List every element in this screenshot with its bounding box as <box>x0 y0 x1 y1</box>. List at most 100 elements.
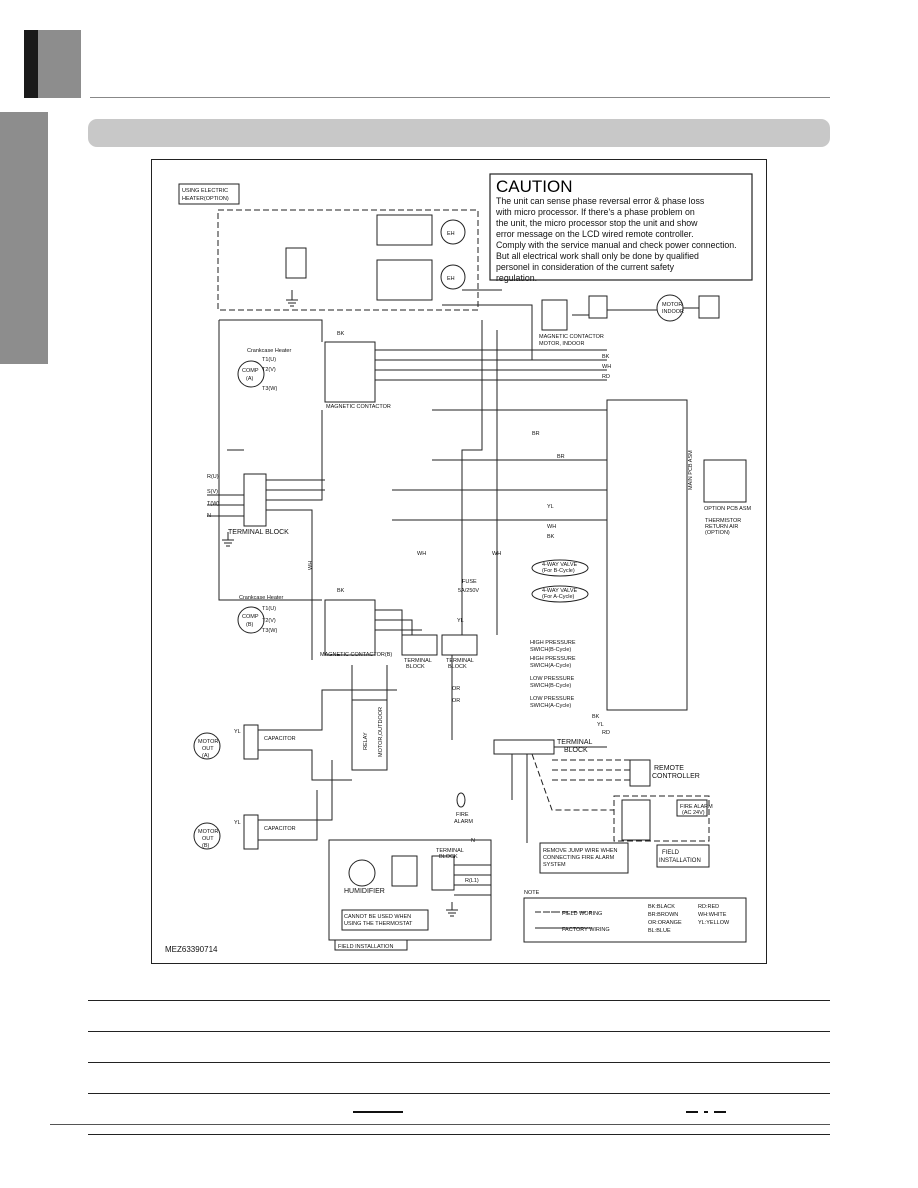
table-row <box>88 1031 830 1063</box>
wire-label: YL <box>457 618 464 624</box>
caution-line: But all electrical work shall only be do… <box>496 251 699 261</box>
wire-label: OR <box>452 686 460 692</box>
wire-label: BR <box>532 431 540 437</box>
motor-out-label: MOTOR <box>198 829 218 835</box>
wire-label: YL <box>234 820 241 826</box>
wire-label: YL <box>234 729 241 735</box>
humidifier-label: HUMIDIFIER <box>344 888 385 895</box>
contactor-label: MAGNETIC CONTACTOR(B) <box>320 652 392 658</box>
ground-icon <box>222 290 458 917</box>
thermistor-label: (OPTION) <box>705 530 730 536</box>
heater-label: HEATER(OPTION) <box>182 196 229 202</box>
wire-label: T2(V) <box>262 367 276 373</box>
comp-a-label: (A) <box>246 376 254 382</box>
thermistor-label: THERMISTOR <box>705 518 741 524</box>
dash-dot-line-icon <box>686 1110 726 1113</box>
wire-label: T(W) <box>207 501 219 507</box>
wire-label: WH <box>492 551 501 557</box>
relay-motor-label: MOTOR,OUTDOOR <box>378 707 384 757</box>
chapter-tab-dark <box>24 30 38 98</box>
wire-label: RD <box>602 374 610 380</box>
fuse-label: FUSE <box>462 579 477 585</box>
wire-label: BK <box>592 714 600 720</box>
terminal-block-label: BLOCK <box>406 664 425 670</box>
switch-label: LOW PRESSURE <box>530 696 575 702</box>
wire-label: WH <box>417 551 426 557</box>
valve-label: 4-WAY VALVE <box>542 562 577 568</box>
wire-label: YL <box>597 722 604 728</box>
field-installation-label: INSTALLATION <box>659 858 701 864</box>
switch-label: LOW PRESSURE <box>530 676 575 682</box>
side-tab <box>0 112 48 364</box>
motor-out-label: OUT <box>202 836 214 842</box>
caution-line: The unit can sense phase reversal error … <box>496 196 705 206</box>
contactor-label: MAGNETIC CONTACTOR <box>326 404 391 410</box>
wire-label: WH <box>602 364 611 370</box>
option-pcb-label: OPTION PCB ASM <box>704 506 751 512</box>
section-title-bar <box>88 119 830 147</box>
caution-box <box>489 173 753 281</box>
caution-line: Comply with the service manual and check… <box>496 240 737 250</box>
chapter-tab <box>38 30 81 98</box>
wire-label: BK <box>337 588 345 594</box>
comp-b-label: COMP <box>242 614 259 620</box>
note-factory-wiring: FACTORY WIRING <box>562 927 610 933</box>
remove-jump-label: CONNECTING FIRE ALARM <box>543 855 615 861</box>
footer-rule <box>50 1124 830 1125</box>
relay-motor-label: RELAY <box>363 732 369 750</box>
wire-label: N <box>471 838 475 844</box>
remote-label: CONTROLLER <box>652 773 700 780</box>
caution-line: regulation. <box>496 273 537 283</box>
wire-label: T3(W) <box>262 628 277 634</box>
wire-label: BR <box>557 454 565 460</box>
eh-label: EH <box>447 231 455 237</box>
switch-label: SWICH(A-Cycle) <box>530 663 571 669</box>
solid-line-icon <box>353 1110 403 1113</box>
crankcase-heater-label: Crankcase Heater <box>239 595 283 601</box>
wire-label: YL <box>547 504 554 510</box>
fire-alarm-label: ALARM <box>454 819 473 825</box>
terminal-block-label: TERMINAL <box>436 848 464 854</box>
terminal-block-label: BLOCK <box>448 664 467 670</box>
motor-indoor-label: MOTOR <box>662 302 682 308</box>
note-color: WH:WHITE <box>698 912 727 918</box>
table-row <box>88 1062 830 1094</box>
motor-out-label: MOTOR <box>198 739 218 745</box>
caution-line: personel in consideration of the current… <box>496 262 675 272</box>
terminal-block-label: TERMINAL <box>404 658 432 664</box>
wire-label: BK <box>602 354 610 360</box>
cannot-use-label: CANNOT BE USED WHEN <box>344 914 411 920</box>
wire-label: BK <box>547 534 555 540</box>
note-field-wiring: FIELD WORING <box>562 911 602 917</box>
motor-out-label: (A) <box>202 753 210 759</box>
table-row <box>88 1093 830 1135</box>
fire-alarm-box-label: (AC 24V) <box>682 810 705 816</box>
fuse-label: 5A/250V <box>458 588 479 594</box>
note-color: BL:BLUE <box>648 928 671 934</box>
contactor-indoor-label: MAGNETIC CONTACTOR <box>539 334 604 340</box>
caution-line: with micro processor. If there's a phase… <box>495 207 695 217</box>
terminal-block-label: TERMINAL <box>557 739 593 746</box>
remove-jump-label: REMOVE JUMP WIRE WHEN <box>543 848 617 854</box>
switch-label: HIGH PRESSURE <box>530 640 576 646</box>
valve-label: 4-WAY VALVE <box>542 588 577 594</box>
wire-label: T1(U) <box>262 606 276 612</box>
model-code: MEZ63390714 <box>165 945 218 954</box>
terminal-block-label: TERMINAL BLOCK <box>228 529 289 536</box>
wire-label: BK <box>337 331 345 337</box>
note-color: BK:BLACK <box>648 904 675 910</box>
note-color: OR:ORANGE <box>648 920 682 926</box>
terminal-block-label: BLOCK <box>564 747 588 754</box>
wire-label: S(V) <box>207 489 218 495</box>
capacitor-label: CAPACITOR <box>264 736 296 742</box>
switch-label: SWICH(B-Cycle) <box>530 647 571 653</box>
comp-b-label: (B) <box>246 622 254 628</box>
eh-label: EH <box>447 276 455 282</box>
fire-alarm-label: FIRE <box>456 812 469 818</box>
header-rule <box>90 97 830 98</box>
terminal-block-label: TERMINAL <box>446 658 474 664</box>
valve-label: (For B-Cycle) <box>542 568 575 574</box>
note-title: NOTE <box>524 890 540 896</box>
remote-label: REMOTE <box>654 765 684 772</box>
motor-out-label: OUT <box>202 746 214 752</box>
